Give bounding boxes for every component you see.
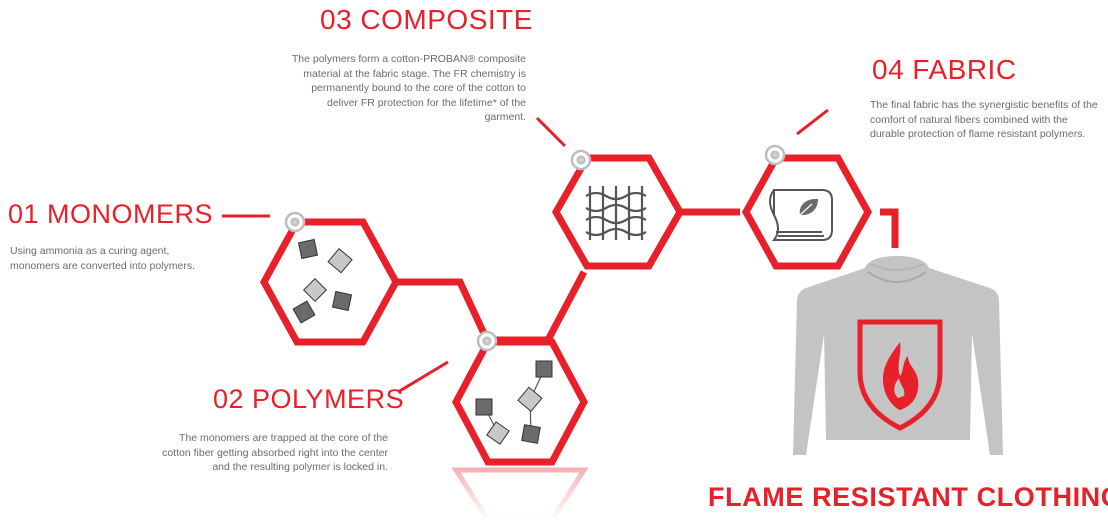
marker-fabric [764, 144, 786, 166]
step-title-composite: 03 COMPOSITE [320, 4, 533, 35]
step-description-fabric: The final fabric has the synergistic ben… [870, 99, 1098, 140]
scattered-squares-icon [292, 238, 353, 324]
hexagon-monomers [260, 218, 400, 346]
marker-composite [570, 149, 592, 171]
step-description-monomers: Using ammonia as a curing agent, monomer… [10, 245, 195, 272]
step-title-monomers: 01 MONOMERS [8, 199, 214, 229]
final-title: FLAME RESISTANT CLOTHING [708, 482, 1108, 512]
step-title-fabric: 04 FABRIC [872, 54, 1017, 85]
marker-monomers [284, 211, 306, 233]
leader-line-composite [535, 116, 567, 148]
sweatshirt-flame-shield-icon [793, 256, 1003, 455]
woven-fabric-icon [585, 186, 647, 240]
hexagon-composite [551, 154, 685, 270]
fabric-roll-leaf-icon [769, 189, 833, 241]
step-title-polymers: 02 POLYMERS [213, 384, 405, 414]
hexagon-polymers-reflection [451, 467, 589, 520]
marker-polymers [476, 330, 498, 352]
leader-line-polymers [397, 360, 449, 394]
step-description-composite: The polymers form a cotton-PROBAN® compo… [291, 53, 526, 123]
step-description-polymers: The monomers are trapped at the core of … [162, 432, 388, 473]
linked-squares-icon [475, 360, 553, 445]
leader-line-fabric [796, 108, 829, 136]
